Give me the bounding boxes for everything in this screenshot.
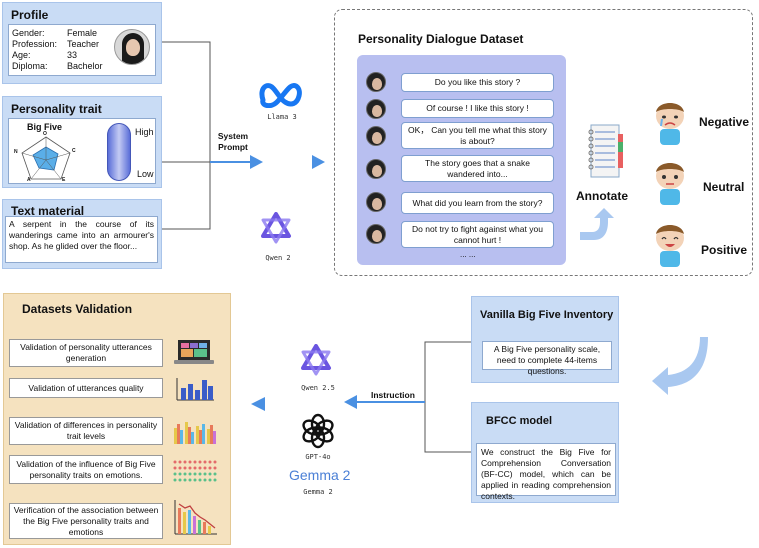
profile-panel: Profile Gender: Female Profession: Teach… bbox=[2, 2, 162, 84]
laptop-chart-icon bbox=[174, 340, 214, 364]
dialogue-ellipsis: ... ... bbox=[460, 250, 476, 259]
validation-item-2: Validation of utterances quality bbox=[9, 378, 163, 398]
llama3-label: Llama 3 bbox=[267, 113, 297, 121]
dialogue-bubble-2: Of course ! I like this story ! bbox=[401, 99, 554, 118]
notebook-icon bbox=[588, 124, 623, 178]
gemma2-label: Gemma 2 bbox=[303, 488, 333, 496]
profile-card: Gender: Female Profession: Teacher Age: … bbox=[8, 24, 156, 76]
bfcc-title: BFCC model bbox=[486, 415, 552, 427]
gemma-logo-icon: Gemma 2 bbox=[289, 467, 351, 483]
bfcc-panel: BFCC model We construct the Big Five for… bbox=[471, 402, 619, 503]
happy-face-icon bbox=[656, 225, 684, 267]
profile-value-profession: Teacher bbox=[67, 39, 100, 49]
trait-level-slider bbox=[107, 123, 131, 181]
annotate-arrow-icon bbox=[580, 208, 614, 240]
qwen25-label: Qwen 2.5 bbox=[301, 384, 335, 392]
profile-key-profession: Profession: bbox=[12, 39, 58, 49]
bfcc-body: We construct the Big Five for Comprehens… bbox=[476, 443, 616, 501]
emotion-positive: Positive bbox=[701, 243, 748, 257]
vanilla-title: Vanilla Big Five Inventory bbox=[480, 309, 614, 321]
avatar-male bbox=[366, 72, 386, 92]
axis-label-a: A bbox=[27, 177, 31, 183]
text-material-title: Text material bbox=[11, 204, 85, 218]
trait-high-label: High bbox=[135, 127, 154, 137]
neutral-face-icon bbox=[656, 163, 684, 205]
validation-item-3: Validation of differences in personality… bbox=[9, 417, 163, 445]
avatar-female bbox=[366, 159, 386, 179]
avatar-female bbox=[366, 99, 386, 119]
profile-key-age: Age: bbox=[12, 50, 31, 60]
axis-label-n: N bbox=[14, 149, 18, 155]
gpt4o-label: GPT-4o bbox=[305, 453, 331, 461]
emotion-negative: Negative bbox=[699, 115, 750, 129]
meta-logo-icon bbox=[259, 83, 302, 108]
qwen2-label: Qwen 2 bbox=[265, 254, 291, 262]
trait-low-label: Low bbox=[137, 169, 154, 179]
dataset-container bbox=[334, 9, 753, 276]
qwen-logo-icon bbox=[301, 344, 331, 376]
validation-title: Datasets Validation bbox=[22, 302, 133, 316]
profile-title: Profile bbox=[11, 8, 49, 22]
personality-trait-panel: Personality trait Big Five O C E A N Hig… bbox=[2, 96, 162, 188]
curved-arrow-icon bbox=[652, 337, 708, 395]
system-prompt-label: System Prompt bbox=[217, 131, 249, 152]
annotate-label: Annotate bbox=[576, 189, 628, 203]
validation-item-4: Validation of the influence of Big Five … bbox=[9, 455, 163, 484]
qwen-logo-icon bbox=[261, 212, 291, 244]
profile-avatar bbox=[114, 29, 150, 65]
openai-logo-icon bbox=[302, 413, 334, 449]
dialogue-bubble-5: What did you learn from the story? bbox=[401, 192, 554, 214]
axis-label-c: C bbox=[72, 148, 76, 154]
vanilla-panel: Vanilla Big Five Inventory A Big Five pe… bbox=[471, 296, 619, 383]
profile-value-gender: Female bbox=[67, 28, 98, 38]
personality-trait-title: Personality trait bbox=[11, 102, 102, 116]
axis-label-o: O bbox=[43, 131, 47, 137]
avatar-male bbox=[366, 126, 386, 146]
profile-key-gender: Gender: bbox=[12, 28, 45, 38]
emotion-neutral: Neutral bbox=[703, 180, 745, 194]
axis-label-e: E bbox=[62, 177, 66, 183]
instruction-label: Instruction bbox=[371, 390, 415, 400]
dataset-title: Personality Dialogue Dataset bbox=[358, 32, 524, 46]
dot-matrix-icon bbox=[173, 460, 217, 482]
validation-item-5: Verification of the association between … bbox=[9, 503, 163, 539]
bar-chart-icon bbox=[176, 378, 214, 401]
big-five-title: Big Five bbox=[27, 122, 63, 132]
dialogue-bubble-1: Do you like this story ? bbox=[401, 73, 554, 92]
trend-line-icon bbox=[174, 500, 217, 535]
avatar-male bbox=[366, 192, 386, 212]
text-material-body: A serpent in the course of its wandering… bbox=[5, 216, 158, 263]
big-five-radar-chart bbox=[21, 136, 71, 180]
validation-item-1: Validation of personality utterances gen… bbox=[9, 339, 163, 367]
profile-value-age: 33 bbox=[67, 50, 78, 60]
profile-key-diploma: Diploma: bbox=[12, 61, 48, 71]
text-material-panel: Text material A serpent in the course of… bbox=[2, 199, 162, 269]
dialogue-bubble-6: Do not try to fight against what you can… bbox=[401, 221, 554, 248]
avatar-female bbox=[366, 224, 386, 244]
grouped-bar-icon bbox=[174, 422, 216, 444]
profile-value-diploma: Bachelor bbox=[67, 61, 103, 71]
trait-card: Big Five O C E A N High Low bbox=[8, 118, 156, 184]
vanilla-body: A Big Five personality scale, need to co… bbox=[482, 341, 612, 376]
sad-face-icon bbox=[656, 103, 684, 145]
dialogue-bubble-3: OK， Can you tell me what this story is a… bbox=[401, 122, 554, 149]
dialogue-bubble-4: The story goes that a snake wandered int… bbox=[401, 155, 554, 182]
